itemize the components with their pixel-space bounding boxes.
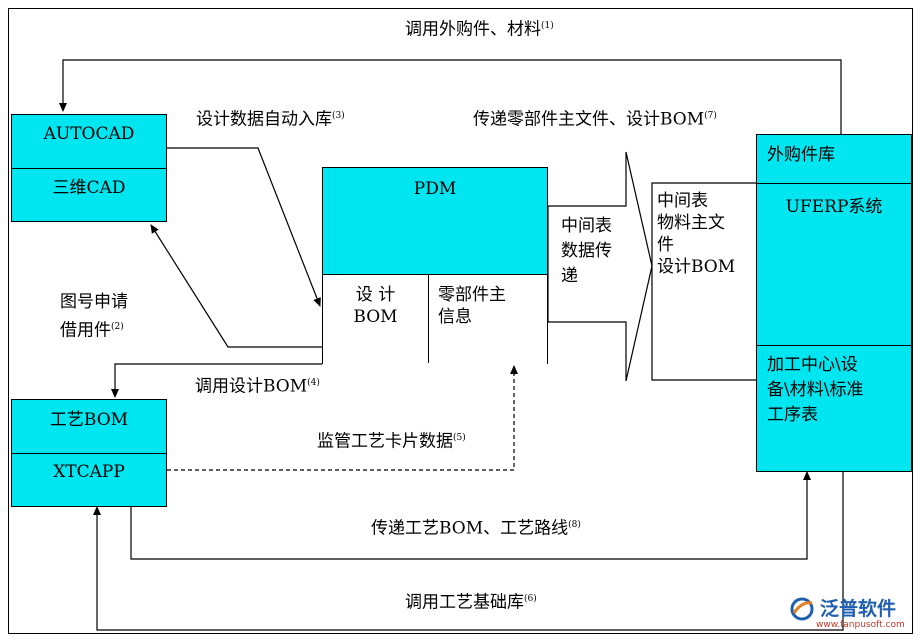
- label-mark: (2): [111, 322, 124, 332]
- label-call-purchased: 调用外购件、材料(1): [405, 15, 554, 42]
- arrow-drawing-number-request: [150, 224, 322, 348]
- label-transfer-part-master-text: 传递零部件主文件、设计BOM: [473, 109, 705, 130]
- label-mark: (7): [704, 111, 717, 121]
- label-call-purchased-text: 调用外购件、材料: [405, 19, 541, 40]
- pdm-part-master-info: 零部件主 信息: [438, 285, 506, 327]
- autocad-label: AUTOCAD: [43, 124, 135, 144]
- pdm-box: PDM 设 计 BOM 零部件主 信息: [322, 167, 548, 364]
- arrow-call-process-base: [93, 472, 844, 631]
- label-call-design-bom: 调用设计BOM(4): [195, 372, 320, 399]
- xtcapp-label: XTCAPP: [53, 462, 125, 482]
- label-mark: (5): [453, 433, 466, 443]
- pdm-design-bom: 设 计 BOM: [353, 285, 398, 327]
- pdm-lower-panel: [323, 274, 547, 364]
- label-transfer-process-bom: 传递工艺BOM、工艺路线(8): [371, 514, 581, 541]
- middle-table-text: 中间表 物料主文 件 设计BOM: [657, 191, 736, 277]
- fanpu-logo-icon: [790, 597, 814, 621]
- label-monitor-process-card-text: 监管工艺卡片数据: [317, 431, 453, 452]
- erp-box: 外购件库 UFERP系统 加工中心\设 备\材料\标准 工序表: [756, 134, 912, 472]
- label-drawing-number-request: 图号申请 借用件(2): [60, 265, 128, 344]
- tech-bom-label: 工艺BOM: [49, 410, 129, 430]
- diagram-frame: [8, 8, 913, 634]
- label-mark: (3): [332, 111, 345, 121]
- arrow-monitor-process-card: [167, 365, 518, 471]
- pdm-divider: [428, 274, 429, 363]
- fanpu-logo-name: 泛普软件: [820, 598, 897, 620]
- cad-3d-label: 三维CAD: [52, 178, 126, 198]
- tech-box: 工艺BOM XTCAPP: [11, 399, 167, 507]
- arrow-transfer-process-bom: [130, 471, 811, 560]
- erp-divider-top: [757, 183, 911, 184]
- fanpu-logo: 泛普软件 www.fanpusoft.com: [790, 594, 915, 638]
- label-drawing-number-request-text: 图号申请 借用件: [60, 292, 128, 341]
- erp-divider-bottom: [757, 345, 911, 346]
- cad-divider: [12, 168, 166, 169]
- arrow-call-purchased-parts: [59, 59, 842, 134]
- middle-table-outline: [651, 182, 756, 381]
- tech-divider: [12, 453, 166, 454]
- label-transfer-process-bom-text: 传递工艺BOM、工艺路线: [371, 518, 569, 539]
- pdm-title: PDM: [413, 179, 457, 199]
- label-mark: (1): [541, 21, 554, 31]
- label-design-data-import: 设计数据自动入库(3): [196, 105, 345, 132]
- erp-system-label: UFERP系统: [785, 197, 883, 217]
- arrow-middle-table-transfer: [547, 151, 653, 382]
- label-mark: (8): [568, 520, 581, 530]
- fanpu-logo-url: www.fanpusoft.com: [816, 620, 905, 630]
- arrow-call-design-bom: [111, 363, 322, 398]
- label-call-process-base-text: 调用工艺基础库: [405, 592, 524, 613]
- erp-process-tables: 加工中心\设 备\材料\标准 工序表: [767, 355, 864, 425]
- label-middle-table-transfer: 中间表 数据传 递: [561, 216, 612, 286]
- label-transfer-part-master: 传递零部件主文件、设计BOM(7): [473, 105, 717, 132]
- erp-purchased-lib: 外购件库: [767, 145, 835, 165]
- label-monitor-process-card: 监管工艺卡片数据(5): [317, 427, 466, 454]
- label-call-design-bom-text: 调用设计BOM: [195, 376, 308, 397]
- label-design-data-import-text: 设计数据自动入库: [196, 109, 332, 130]
- cad-box: AUTOCAD 三维CAD: [11, 114, 167, 222]
- label-mark: (6): [524, 594, 537, 604]
- label-mark: (4): [307, 378, 320, 388]
- label-call-process-base: 调用工艺基础库(6): [405, 588, 537, 615]
- arrow-design-data-import: [167, 147, 321, 307]
